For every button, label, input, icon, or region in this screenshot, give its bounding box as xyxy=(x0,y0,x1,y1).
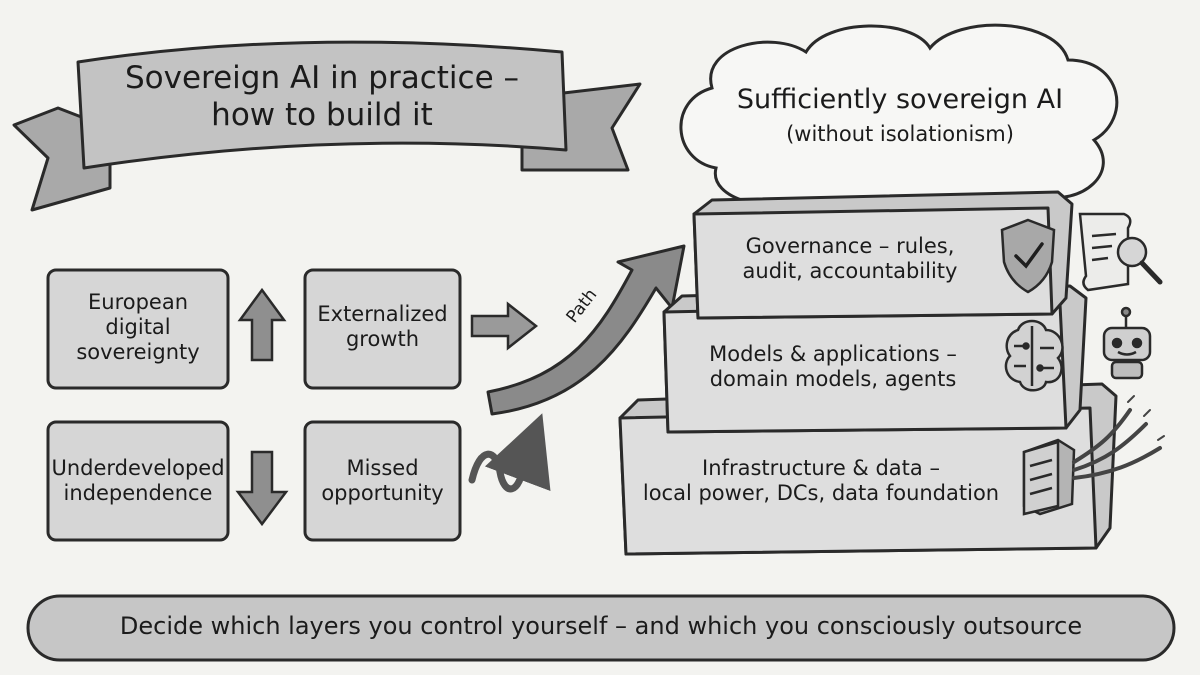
cloud-subtitle: (without isolationism) xyxy=(786,121,1014,146)
quadrant-text-line: Externalized xyxy=(317,302,448,326)
layer-block-governance xyxy=(692,190,1074,320)
quadrant-text-line: European xyxy=(87,290,189,314)
document-magnifier-icon xyxy=(1078,212,1163,292)
footer-pill xyxy=(26,594,1176,662)
quadrant-label-european-sovereignty: European digital sovereignty xyxy=(48,290,228,364)
quadrant-label-missed-opportunity: Missed opportunity xyxy=(305,456,460,506)
quadrant-box-european-sovereignty xyxy=(46,268,230,390)
layer-text-line: Infrastructure & data – xyxy=(702,456,940,480)
footer-statement: Decide which layers you control yourself… xyxy=(119,612,1083,640)
cloud-title: Sufficiently sovereign AI xyxy=(736,84,1064,115)
quadrant-text-line: opportunity xyxy=(321,480,444,505)
quadrant-box-externalized-growth xyxy=(303,268,462,390)
right-arrow-icon xyxy=(470,301,539,351)
layer-text-line: domain models, agents xyxy=(709,366,957,391)
layer-text-line: Governance – rules, xyxy=(745,234,955,258)
quadrant-box-underdeveloped-independence xyxy=(46,420,230,542)
quadrant-label-externalized-growth: Externalized growth xyxy=(305,302,460,352)
banner-title-line2: how to build it xyxy=(211,96,433,133)
banner-title-line1: Sovereign AI in practice – xyxy=(124,60,519,96)
cables-icon xyxy=(1072,395,1165,480)
layer-label-governance: Governance – rules, audit, accountabilit… xyxy=(700,234,1000,284)
layer-text-line: audit, accountability xyxy=(742,258,958,283)
squiggle-arrow-icon xyxy=(468,413,551,493)
server-icon xyxy=(1022,438,1076,516)
down-arrow-icon xyxy=(235,450,289,527)
banner-title: Sovereign AI in practice – how to build … xyxy=(92,60,552,133)
quadrant-box-missed-opportunity xyxy=(303,420,462,542)
quadrant-text-line: independence xyxy=(63,480,213,505)
cloud-heading: Sufficiently sovereign AI (without isola… xyxy=(700,84,1100,147)
title-ribbon xyxy=(12,40,642,212)
robot-icon xyxy=(1102,306,1152,380)
up-arrow-icon xyxy=(237,287,287,362)
layer-text-line: local power, DCs, data foundation xyxy=(642,480,1000,505)
layer-label-models: Models & applications – domain models, a… xyxy=(668,342,998,392)
quadrant-label-underdeveloped-independence: Underdeveloped independence xyxy=(48,456,228,506)
quadrant-text-line: growth xyxy=(345,326,420,351)
quadrant-text-line: Missed xyxy=(346,456,419,480)
layer-text-line: Models & applications – xyxy=(709,342,957,366)
quadrant-text-line: sovereignty xyxy=(76,339,200,364)
quadrant-text-line: Underdeveloped xyxy=(51,456,225,480)
layer-label-infrastructure: Infrastructure & data – local power, DCs… xyxy=(626,456,1016,506)
quadrant-text-line: digital xyxy=(105,314,171,339)
brain-circuit-icon xyxy=(1004,319,1064,392)
shield-check-icon xyxy=(1000,218,1056,294)
